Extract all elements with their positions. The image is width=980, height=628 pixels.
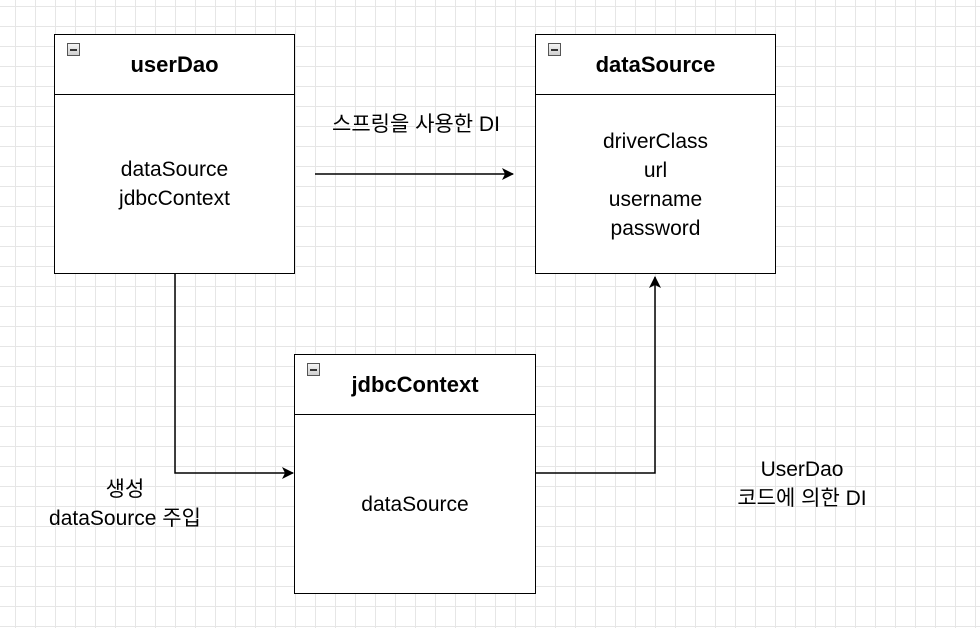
code-di-arrow <box>535 276 661 474</box>
create-label-line1: 생성 <box>105 478 145 501</box>
collapse-icon[interactable] <box>548 43 561 56</box>
userdao-field-datasource: dataSource <box>120 158 229 181</box>
code-di-label-line1: UserDao <box>760 458 844 481</box>
datasource-field-url: url <box>643 159 668 182</box>
collapse-icon[interactable] <box>307 363 320 376</box>
datasource-field-driverclass: driverClass <box>602 130 709 153</box>
datasource-class-box[interactable]: dataSource driverClass url username pass… <box>535 34 776 274</box>
jdbccontext-title: jdbcContext <box>351 371 479 397</box>
jdbccontext-fields: dataSource <box>295 415 535 593</box>
datasource-field-username: username <box>608 188 703 211</box>
jdbccontext-field-datasource: dataSource <box>361 492 469 516</box>
datasource-fields: driverClass url username password <box>536 95 775 273</box>
code-di-label-line2: 코드에 의한 DI <box>737 487 867 510</box>
datasource-title: dataSource <box>595 51 716 77</box>
create-inject-label: 생성 dataSource 주입 <box>30 475 220 533</box>
code-di-label: UserDao 코드에 의한 DI <box>722 455 882 513</box>
datasource-field-password: password <box>610 217 701 240</box>
datasource-header: dataSource <box>536 35 775 95</box>
jdbccontext-header: jdbcContext <box>295 355 535 415</box>
create-inject-arrow <box>174 273 294 479</box>
create-label-line2: dataSource 주입 <box>49 507 201 530</box>
userdao-title: userDao <box>130 51 219 77</box>
jdbccontext-class-box[interactable]: jdbcContext dataSource <box>294 354 536 594</box>
collapse-icon[interactable] <box>67 43 80 56</box>
userdao-fields: dataSource jdbcContext <box>55 95 294 273</box>
userdao-field-jdbccontext: jdbcContext <box>119 187 230 210</box>
userdao-header: userDao <box>55 35 294 95</box>
spring-di-label: 스프링을 사용한 DI <box>332 113 500 136</box>
userdao-class-box[interactable]: userDao dataSource jdbcContext <box>54 34 295 274</box>
